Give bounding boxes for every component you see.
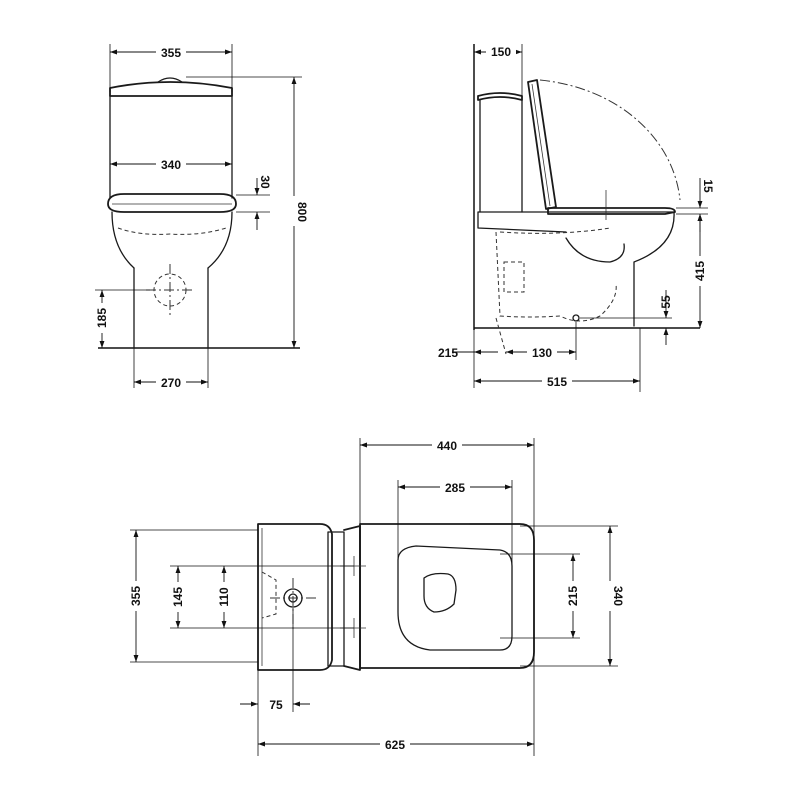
front-seat	[107, 193, 237, 213]
dim-label: 355	[161, 46, 181, 60]
dim-label: 285	[445, 481, 465, 495]
side-dim-515: 515	[474, 328, 641, 392]
lid-swing-arc	[539, 79, 681, 201]
dim-label: 440	[437, 439, 457, 453]
front-dim-355: 355	[109, 44, 233, 92]
side-bowl	[477, 211, 675, 327]
side-dim-150: 150	[474, 44, 523, 96]
dim-label: 30	[258, 175, 272, 189]
top-dim-625: 625	[258, 737, 534, 752]
front-bowl	[111, 211, 233, 349]
side-view: 150 15 415 55 215	[438, 44, 715, 392]
dim-label: 515	[547, 375, 567, 389]
dim-label: 215	[566, 586, 580, 606]
top-dim-285: 285	[397, 480, 513, 580]
dim-label: 145	[171, 587, 185, 607]
top-cistern	[257, 523, 333, 671]
dim-label: 415	[693, 261, 707, 281]
side-dim-130: 130	[506, 322, 577, 360]
front-outlet	[146, 264, 194, 316]
side-cistern	[477, 92, 523, 213]
dim-label: 340	[611, 586, 625, 606]
dim-label: 130	[532, 346, 552, 360]
front-dim-270: 270	[133, 348, 209, 390]
front-view: 355 340 30 800 185	[92, 44, 309, 390]
side-lid-raised	[527, 79, 557, 210]
side-dim-415: 415	[690, 214, 707, 328]
top-dim-75: 75	[240, 608, 310, 756]
side-dim-15: 15	[676, 178, 715, 232]
front-cistern	[109, 77, 233, 199]
dim-label: 15	[701, 179, 715, 193]
front-dim-185: 185	[92, 289, 150, 348]
dim-label: 55	[659, 295, 673, 309]
side-dim-215: 215	[438, 317, 507, 388]
dim-label: 75	[269, 698, 283, 712]
dim-label: 270	[161, 376, 181, 390]
top-bowl	[359, 523, 535, 669]
top-dim-110: 110	[214, 566, 231, 628]
dim-label: 110	[217, 587, 231, 607]
side-seat	[547, 190, 676, 220]
front-dim-30: 30	[236, 175, 272, 230]
top-dim-340: 340	[520, 525, 625, 667]
top-dim-145: 145	[168, 565, 354, 629]
front-dim-800: 800	[186, 76, 309, 348]
dim-label: 800	[295, 202, 309, 222]
dim-label: 340	[161, 158, 181, 172]
dim-label: 215	[438, 346, 458, 360]
front-dim-340: 340	[110, 157, 232, 172]
dim-label: 625	[385, 738, 405, 752]
side-dim-55: 55	[580, 290, 673, 345]
top-view: 440 285 355 145 110	[126, 438, 625, 756]
dim-label: 185	[95, 308, 109, 328]
dim-label: 150	[491, 45, 511, 59]
dim-label: 355	[129, 586, 143, 606]
top-dim-355: 355	[126, 529, 258, 663]
top-dim-440: 440	[359, 438, 535, 756]
top-dim-215: 215	[500, 553, 580, 639]
